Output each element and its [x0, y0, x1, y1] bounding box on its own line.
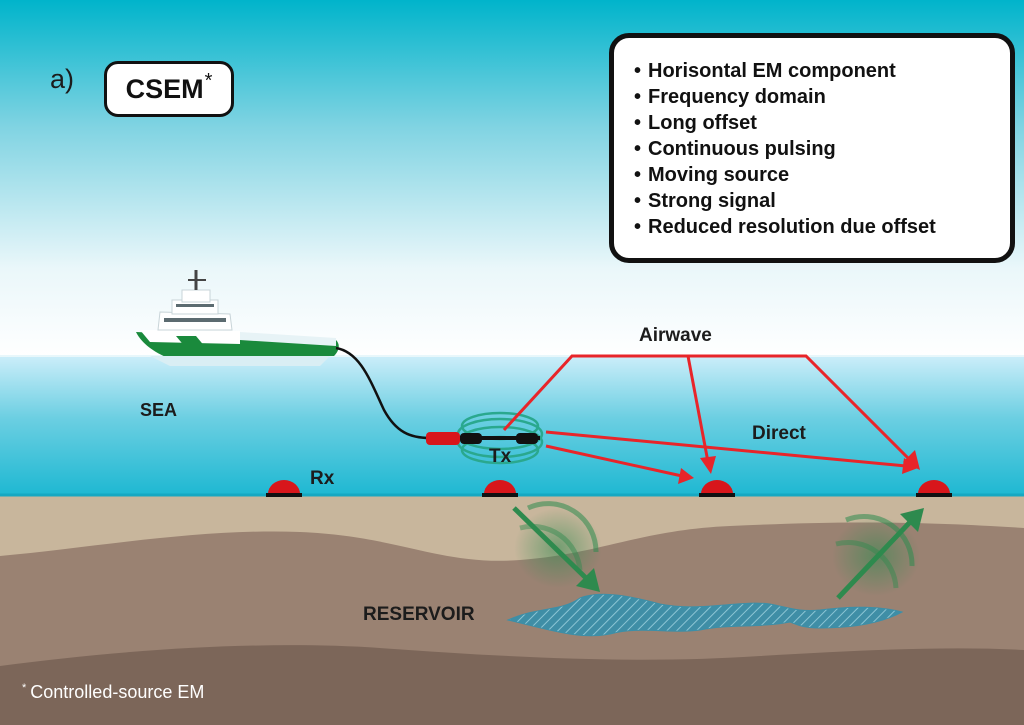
airwave-label: Airwave — [639, 325, 712, 346]
receiver-rx-3 — [699, 480, 735, 497]
feature-item: Moving source — [634, 162, 998, 188]
direct-label: Direct — [752, 423, 806, 444]
tow-cable — [335, 346, 431, 440]
feature-item: Frequency domain — [634, 84, 998, 110]
receiver-rx-1 — [266, 480, 302, 497]
csem-title: CSEM — [125, 73, 204, 104]
em-downgoing-arrow — [512, 501, 602, 592]
feature-item: Long offset — [634, 110, 998, 136]
reservoir-label: RESERVOIR — [363, 604, 475, 625]
sea-layer — [0, 355, 1024, 495]
csem-badge: CSEM* — [104, 61, 234, 117]
direct-arrowhead-rx-4 — [902, 458, 918, 474]
direct-arrowhead-rx-3 — [678, 468, 694, 484]
footnote-mark: * — [22, 682, 27, 694]
sea-label: SEA — [140, 400, 178, 420]
features-list: Horisontal EM component Frequency domain… — [634, 58, 998, 240]
direct-path — [545, 430, 907, 478]
features-box: Horisontal EM component Frequency domain… — [609, 33, 1015, 263]
survey-vessel — [136, 270, 339, 366]
em-upgoing-arrow — [832, 508, 924, 600]
airwave-arrowhead-rx-4 — [903, 450, 920, 470]
tx-label: Tx — [489, 446, 512, 467]
reservoir-body — [506, 593, 904, 637]
panel-letter: a) — [50, 64, 75, 94]
airwave-arrowhead-rx-3 — [700, 456, 716, 474]
deep-layer — [0, 645, 1024, 725]
footnote-text: Controlled-source EM — [30, 682, 205, 702]
feature-item: Horisontal EM component — [634, 58, 998, 84]
rx-label: Rx — [310, 468, 335, 489]
footnote: *Controlled-source EM — [22, 682, 204, 703]
transmitter — [426, 411, 544, 465]
feature-item: Strong signal — [634, 188, 998, 214]
csem-footnote-mark: * — [204, 69, 213, 92]
airwave-path — [502, 354, 914, 464]
receiver-rx-4 — [916, 480, 952, 497]
feature-item: Continuous pulsing — [634, 136, 998, 162]
receiver-rx-2 — [482, 480, 518, 497]
feature-item: Reduced resolution due offset — [634, 214, 998, 240]
